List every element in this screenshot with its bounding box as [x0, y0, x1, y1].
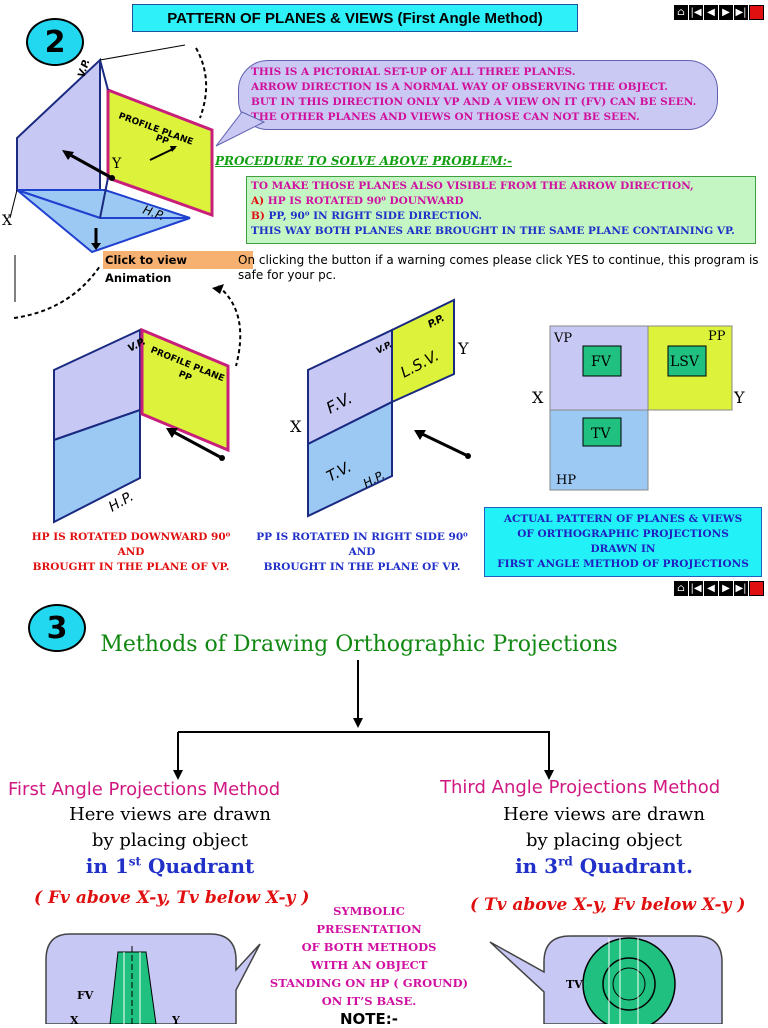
- third-angle-heading: Third Angle Projections Method: [440, 777, 721, 798]
- description-line: by placing object: [91, 830, 248, 851]
- third-angle-position: ( Tv above X-y, Fv below X-y ): [470, 895, 746, 915]
- section-number-badge: 3: [28, 604, 86, 652]
- first-angle-symbol-bubble: FV X Y: [45, 933, 261, 1024]
- pictorial-vp-label: V.P.: [76, 58, 92, 79]
- procedure-box: TO MAKE THOSE PLANES ALSO VISIBLE FROM T…: [246, 176, 756, 244]
- slide-nav-top: ⌂ |◀ ◀ ▶ ▶|: [674, 5, 764, 20]
- procedure-line: TO MAKE THOSE PLANES ALSO VISIBLE FROM T…: [251, 180, 694, 192]
- third-angle-quadrant: in 3rd Quadrant.: [515, 854, 693, 878]
- prev-slide-icon[interactable]: ◀: [704, 5, 719, 20]
- bubble-line: ARROW DIRECTION IS A NORMAL WAY OF OBSER…: [251, 81, 668, 93]
- symbol-x-label: X: [70, 1014, 79, 1024]
- pattern-y-label: Y: [733, 388, 745, 407]
- procedure-step-a: A) HP IS ROTATED 90⁰ DOUNWARD: [251, 194, 755, 209]
- first-angle-quadrant: in 1st Quadrant: [85, 854, 255, 878]
- first-angle-heading: First Angle Projections Method: [8, 779, 281, 800]
- third-angle-description: Here views are drawn by placing object i…: [474, 802, 734, 878]
- symbol-fv-label: FV: [77, 989, 94, 1002]
- symbolic-line: STANDING ON HP ( GROUND): [269, 976, 469, 990]
- pp-rotation-caption: PP IS ROTATED IN RIGHT SIDE 90⁰ AND BROU…: [246, 530, 478, 575]
- slide-nav-bottom: ⌂ |◀ ◀ ▶ ▶|: [674, 581, 764, 596]
- pictorial-pp-abbr: PP: [154, 133, 170, 147]
- description-line: Here views are drawn: [69, 804, 271, 825]
- pattern-hp-label: HP: [556, 473, 576, 488]
- flat-pattern-diagram: VP PP HP FV LSV TV X Y: [532, 325, 745, 491]
- step-text: PP, 90⁰ IN RIGHT SIDE DIRECTION.: [268, 210, 483, 222]
- note-label: NOTE:-: [339, 1010, 398, 1028]
- bubble-tail: [215, 111, 266, 147]
- symbolic-line: SYMBOLIC: [333, 904, 405, 918]
- section-number-badge: 2: [26, 18, 84, 66]
- first-angle-description: Here views are drawn by placing object i…: [40, 802, 300, 878]
- caption-line: BROUGHT IN THE PLANE OF VP.: [263, 561, 461, 573]
- step-label: B): [251, 210, 265, 222]
- step-label: A): [251, 195, 265, 207]
- animation-warning-note: On clicking the button if a warning come…: [238, 253, 759, 282]
- pattern-fv-label: FV: [591, 354, 612, 370]
- end-show-icon[interactable]: [749, 5, 764, 20]
- page-title: PATTERN OF PLANES & VIEWS (First Angle M…: [132, 4, 578, 32]
- caption-line: PP IS ROTATED IN RIGHT SIDE 90⁰: [256, 531, 468, 543]
- description-line: Here views are drawn: [503, 804, 705, 825]
- methods-tree-connector: [173, 660, 554, 780]
- home-icon[interactable]: ⌂: [674, 581, 689, 596]
- tv-box: [582, 417, 622, 447]
- next-slide-icon[interactable]: ▶: [719, 581, 734, 596]
- symbolic-line: WITH AN OBJECT: [310, 958, 428, 972]
- first-angle-position: ( Fv above X-y, Tv below X-y ): [34, 888, 310, 908]
- bubble-line: THIS IS A PICTORIAL SET-UP OF ALL THREE …: [251, 66, 576, 78]
- symbol-tv-label: TV: [566, 978, 583, 991]
- rot-pp-abbr: PP: [177, 370, 193, 384]
- procedure-step-b: B) PP, 90⁰ IN RIGHT SIDE DIRECTION.: [251, 209, 755, 224]
- symbol-y-label: Y: [171, 1014, 180, 1024]
- last-slide-icon[interactable]: ▶|: [734, 5, 749, 20]
- home-icon[interactable]: ⌂: [674, 5, 689, 20]
- pictorial-planes-diagram: V.P. PROFILE PLANE PP H.P. X Y: [2, 44, 214, 319]
- methods-title: Methods of Drawing Orthographic Projecti…: [100, 632, 618, 657]
- symbolic-line: ON IT’S BASE.: [321, 994, 417, 1008]
- lsv-box: [667, 345, 707, 377]
- pattern-x-label: X: [532, 388, 544, 407]
- pattern-vp-label: VP: [553, 331, 572, 346]
- pattern-line: DRAWN IN: [590, 543, 656, 555]
- caption-line: AND: [117, 546, 145, 558]
- pattern-line: OF ORTHOGRAPHIC PROJECTIONS: [517, 528, 729, 540]
- pattern-pp-label: PP: [708, 329, 726, 344]
- prev-slide-icon[interactable]: ◀: [704, 581, 719, 596]
- pictorial-x-label: X: [2, 213, 12, 229]
- pattern-tv-label: TV: [591, 426, 611, 442]
- caption-line: HP IS ROTATED DOWNWARD 90⁰: [31, 531, 231, 543]
- pattern-lsv-label: LSV: [670, 354, 700, 370]
- symbolic-presentation-text: SYMBOLIC PRESENTATION OF BOTH METHODS WI…: [258, 902, 480, 1010]
- caption-line: AND: [348, 546, 376, 558]
- actual-pattern-box: ACTUAL PATTERN OF PLANES & VIEWS OF ORTH…: [484, 507, 762, 577]
- end-show-icon[interactable]: [749, 581, 764, 596]
- description-line: by placing object: [525, 830, 682, 851]
- hp-rotation-caption: HP IS ROTATED DOWNWARD 90⁰ AND BROUGHT I…: [16, 530, 246, 575]
- symbolic-line: OF BOTH METHODS: [301, 940, 437, 954]
- pictorial-y-label: Y: [111, 156, 122, 172]
- first-slide-icon[interactable]: |◀: [689, 581, 704, 596]
- hp-rotation-diagram: V.P. PROFILE PLANE PP H.P.: [53, 284, 242, 524]
- bubble-line: THE OTHER PLANES AND VIEWS ON THOSE CAN …: [251, 111, 640, 123]
- first-slide-icon[interactable]: |◀: [689, 5, 704, 20]
- unf-x-label: X: [290, 417, 302, 436]
- pictorial-description-bubble: THIS IS A PICTORIAL SET-UP OF ALL THREE …: [238, 60, 718, 130]
- unf-y-label: Y: [457, 339, 469, 358]
- pp-rotation-diagram: V.P. P.P. F.V. L.S.V. T.V. H.P. X Y: [290, 298, 471, 518]
- pattern-line: FIRST ANGLE METHOD OF PROJECTIONS: [497, 558, 749, 570]
- symbolic-line: PRESENTATION: [316, 922, 422, 936]
- view-animation-button[interactable]: Click to view Animation: [103, 251, 253, 285]
- bubble-line: BUT IN THIS DIRECTION ONLY VP AND A VIEW…: [251, 96, 697, 108]
- pattern-line: ACTUAL PATTERN OF PLANES & VIEWS: [503, 513, 743, 525]
- last-slide-icon[interactable]: ▶|: [734, 581, 749, 596]
- fv-box: [582, 345, 622, 377]
- step-text: HP IS ROTATED 90⁰ DOUNWARD: [267, 195, 464, 207]
- procedure-line: THIS WAY BOTH PLANES ARE BROUGHT IN THE …: [251, 225, 735, 237]
- third-angle-symbol-bubble: TV: [489, 935, 723, 1024]
- procedure-title: PROCEDURE TO SOLVE ABOVE PROBLEM:-: [215, 154, 513, 168]
- caption-line: BROUGHT IN THE PLANE OF VP.: [32, 561, 230, 573]
- next-slide-icon[interactable]: ▶: [719, 5, 734, 20]
